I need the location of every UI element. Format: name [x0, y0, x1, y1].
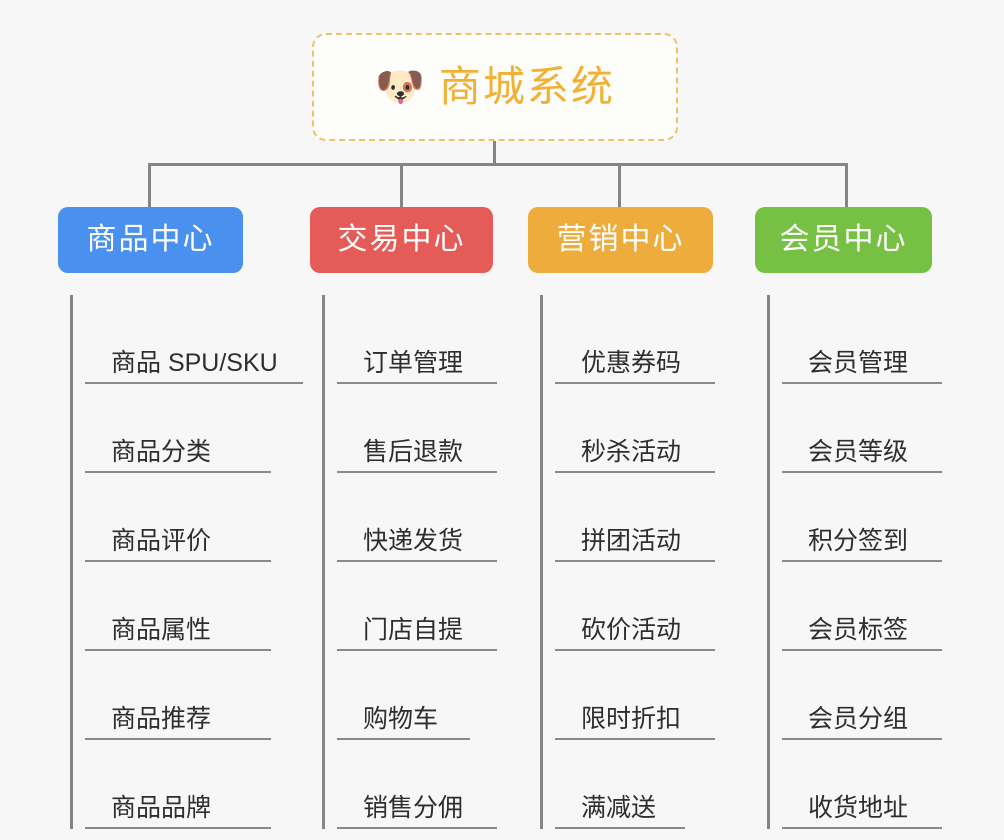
leaf-label: 优惠券码 — [581, 349, 682, 377]
leaf-label: 商品品牌 — [111, 794, 212, 822]
leaf-label: 快递发货 — [363, 527, 464, 555]
list-item[interactable]: 商品分类 — [85, 384, 271, 473]
category-label-1: 交易中心 — [337, 223, 466, 256]
branch-trade-center: 交易中心 订单管理 售后退款 快递发货 门店自提 购物车 销售分佣 — [310, 207, 510, 829]
list-item[interactable]: 满减送 — [555, 740, 685, 829]
leaf-label: 商品分类 — [111, 438, 212, 466]
category-label-3: 会员中心 — [779, 223, 908, 256]
list-item[interactable]: 优惠券码 — [555, 295, 715, 384]
leaf-tree-0: 商品 SPU/SKU 商品分类 商品评价 商品属性 商品推荐 商品品牌 — [70, 295, 303, 829]
connector-drop-1 — [148, 163, 151, 209]
list-item[interactable]: 会员标签 — [782, 562, 942, 651]
leaf-label: 会员等级 — [808, 438, 909, 466]
connector-drop-4 — [845, 163, 848, 209]
leaf-tree-1: 订单管理 售后退款 快递发货 门店自提 购物车 销售分佣 — [322, 295, 497, 829]
leaf-label: 购物车 — [363, 705, 439, 733]
category-box-1[interactable]: 交易中心 — [310, 207, 493, 273]
branch-marketing-center: 营销中心 优惠券码 秒杀活动 拼团活动 砍价活动 限时折扣 满减送 — [528, 207, 728, 829]
connector-drop-3 — [618, 163, 621, 209]
leaf-label: 收货地址 — [808, 794, 909, 822]
root-title: 商城系统 — [438, 63, 615, 110]
list-item[interactable]: 商品 SPU/SKU — [85, 295, 303, 384]
list-item[interactable]: 售后退款 — [337, 384, 497, 473]
list-item[interactable]: 会员管理 — [782, 295, 942, 384]
list-item[interactable]: 销售分佣 — [337, 740, 497, 829]
leaf-label: 砍价活动 — [581, 616, 682, 644]
list-item[interactable]: 快递发货 — [337, 473, 497, 562]
leaf-label: 会员分组 — [808, 705, 909, 733]
list-item[interactable]: 商品属性 — [85, 562, 271, 651]
leaf-label: 会员标签 — [808, 616, 909, 644]
list-item[interactable]: 门店自提 — [337, 562, 497, 651]
category-label-0: 商品中心 — [86, 223, 215, 256]
category-box-3[interactable]: 会员中心 — [755, 207, 932, 273]
category-box-2[interactable]: 营销中心 — [528, 207, 713, 273]
list-item[interactable]: 会员等级 — [782, 384, 942, 473]
leaf-label: 拼团活动 — [581, 527, 682, 555]
leaf-label: 商品推荐 — [111, 705, 212, 733]
category-box-0[interactable]: 商品中心 — [58, 207, 243, 273]
list-item[interactable]: 商品品牌 — [85, 740, 271, 829]
root-node[interactable]: 🐶 商城系统 — [312, 33, 678, 141]
leaf-label: 门店自提 — [363, 616, 464, 644]
list-item[interactable]: 砍价活动 — [555, 562, 715, 651]
branch-member-center: 会员中心 会员管理 会员等级 积分签到 会员标签 会员分组 收货地址 — [755, 207, 955, 829]
leaf-tree-3: 会员管理 会员等级 积分签到 会员标签 会员分组 收货地址 — [767, 295, 942, 829]
branch-product-center: 商品中心 商品 SPU/SKU 商品分类 商品评价 商品属性 商品推荐 商品品牌 — [58, 207, 303, 829]
connector-root-stem — [493, 141, 496, 165]
list-item[interactable]: 拼团活动 — [555, 473, 715, 562]
list-item[interactable]: 商品推荐 — [85, 651, 271, 740]
list-item[interactable]: 商品评价 — [85, 473, 271, 562]
leaf-label: 销售分佣 — [363, 794, 464, 822]
leaf-label: 商品评价 — [111, 527, 212, 555]
list-item[interactable]: 会员分组 — [782, 651, 942, 740]
leaf-label: 商品 SPU/SKU — [111, 349, 278, 377]
category-label-2: 营销中心 — [556, 223, 685, 256]
leaf-label: 满减送 — [581, 794, 657, 822]
leaf-label: 订单管理 — [363, 349, 464, 377]
leaf-label: 秒杀活动 — [581, 438, 682, 466]
leaf-tree-2: 优惠券码 秒杀活动 拼团活动 砍价活动 限时折扣 满减送 — [540, 295, 715, 829]
connector-drop-2 — [400, 163, 403, 209]
leaf-label: 限时折扣 — [581, 705, 682, 733]
leaf-label: 积分签到 — [808, 527, 909, 555]
leaf-label: 商品属性 — [111, 616, 212, 644]
list-item[interactable]: 购物车 — [337, 651, 470, 740]
connector-horizontal-bus — [148, 163, 848, 166]
list-item[interactable]: 收货地址 — [782, 740, 942, 829]
list-item[interactable]: 秒杀活动 — [555, 384, 715, 473]
dog-face-icon: 🐶 — [375, 65, 425, 109]
leaf-label: 售后退款 — [363, 438, 464, 466]
leaf-label: 会员管理 — [808, 349, 909, 377]
list-item[interactable]: 积分签到 — [782, 473, 942, 562]
list-item[interactable]: 限时折扣 — [555, 651, 715, 740]
list-item[interactable]: 订单管理 — [337, 295, 497, 384]
